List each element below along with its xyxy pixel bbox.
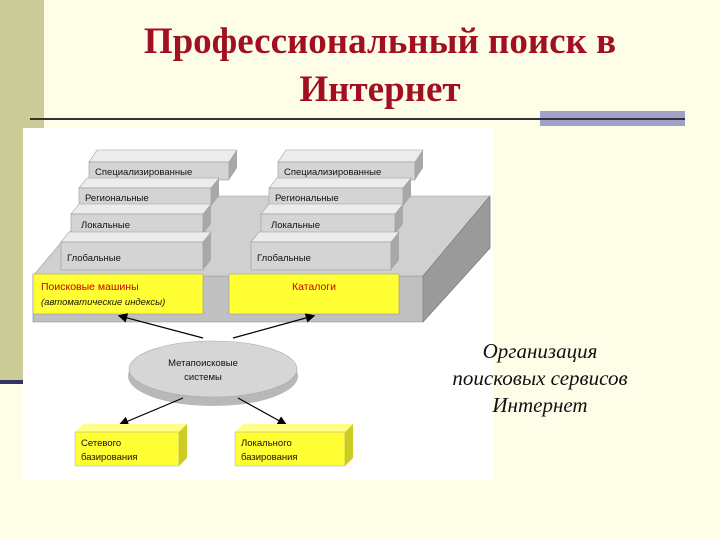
diagram-panel: Специализированные Региональные Локальны… <box>23 128 493 480</box>
search-engines-sublabel: (автоматические индексы) <box>41 297 165 308</box>
left-step-1-label: Специализированные <box>95 167 192 178</box>
right-step-3-label: Локальные <box>271 220 320 231</box>
platform-side <box>422 195 491 323</box>
left-step-1: Специализированные <box>88 149 238 181</box>
slide-title: Профессиональный поиск в Интернет <box>60 18 700 114</box>
left-step-2-label: Региональные <box>85 193 149 204</box>
title-rule <box>30 118 685 120</box>
local-based-box: Локального базирования <box>234 424 353 467</box>
search-engines-label: Поисковые машины <box>41 281 139 293</box>
title-line-1: Профессиональный поиск в <box>143 21 617 62</box>
left-step-3-label: Локальные <box>81 220 130 231</box>
catalogs-label: Каталоги <box>292 281 336 293</box>
search-services-diagram: Специализированные Региональные Локальны… <box>32 149 491 467</box>
slide-caption: Организация поисковых сервисов Интернет <box>425 338 655 419</box>
network-based-box: Сетевого базирования <box>74 424 187 467</box>
right-step-stack: Специализированные Региональные Локальны… <box>250 149 424 271</box>
caption-line-3: Интернет <box>492 393 588 417</box>
right-step-3: Локальные <box>260 203 404 235</box>
metasearch-line-1: Метапоисковые <box>168 358 238 369</box>
right-step-4-label: Глобальные <box>257 253 311 264</box>
arrow-to-network-based <box>118 397 184 426</box>
left-step-stack: Специализированные Региональные Локальны… <box>60 149 238 271</box>
metasearch-line-2: системы <box>184 372 222 383</box>
caption-line-1: Организация <box>482 339 598 363</box>
left-accent-line <box>0 380 28 384</box>
right-step-1-label: Специализированные <box>284 167 381 178</box>
right-step-2-label: Региональные <box>275 193 339 204</box>
caption-line-2: поисковых сервисов <box>452 366 628 390</box>
search-engines-box: Поисковые машины (автоматические индексы… <box>32 273 204 315</box>
right-step-2: Региональные <box>268 177 412 207</box>
local-based-line-2: базирования <box>241 452 298 463</box>
left-step-4-label: Глобальные <box>67 253 121 264</box>
right-step-1: Специализированные <box>277 149 424 181</box>
metasearch-ellipse: Метапоисковые системы <box>128 340 298 406</box>
catalogs-box: Каталоги <box>228 273 400 315</box>
arrow-to-local-based <box>237 397 288 426</box>
title-line-2: Интернет <box>299 69 461 110</box>
right-step-4: Глобальные <box>250 231 400 271</box>
network-based-line-2: базирования <box>81 452 138 463</box>
local-based-line-1: Локального <box>241 438 292 449</box>
left-step-4: Глобальные <box>60 231 212 271</box>
network-based-line-1: Сетевого <box>81 438 121 449</box>
left-step-3: Локальные <box>70 203 212 235</box>
left-step-2: Региональные <box>78 177 220 207</box>
arrow-to-search-engines <box>117 313 204 339</box>
arrow-to-catalogs <box>232 313 316 339</box>
